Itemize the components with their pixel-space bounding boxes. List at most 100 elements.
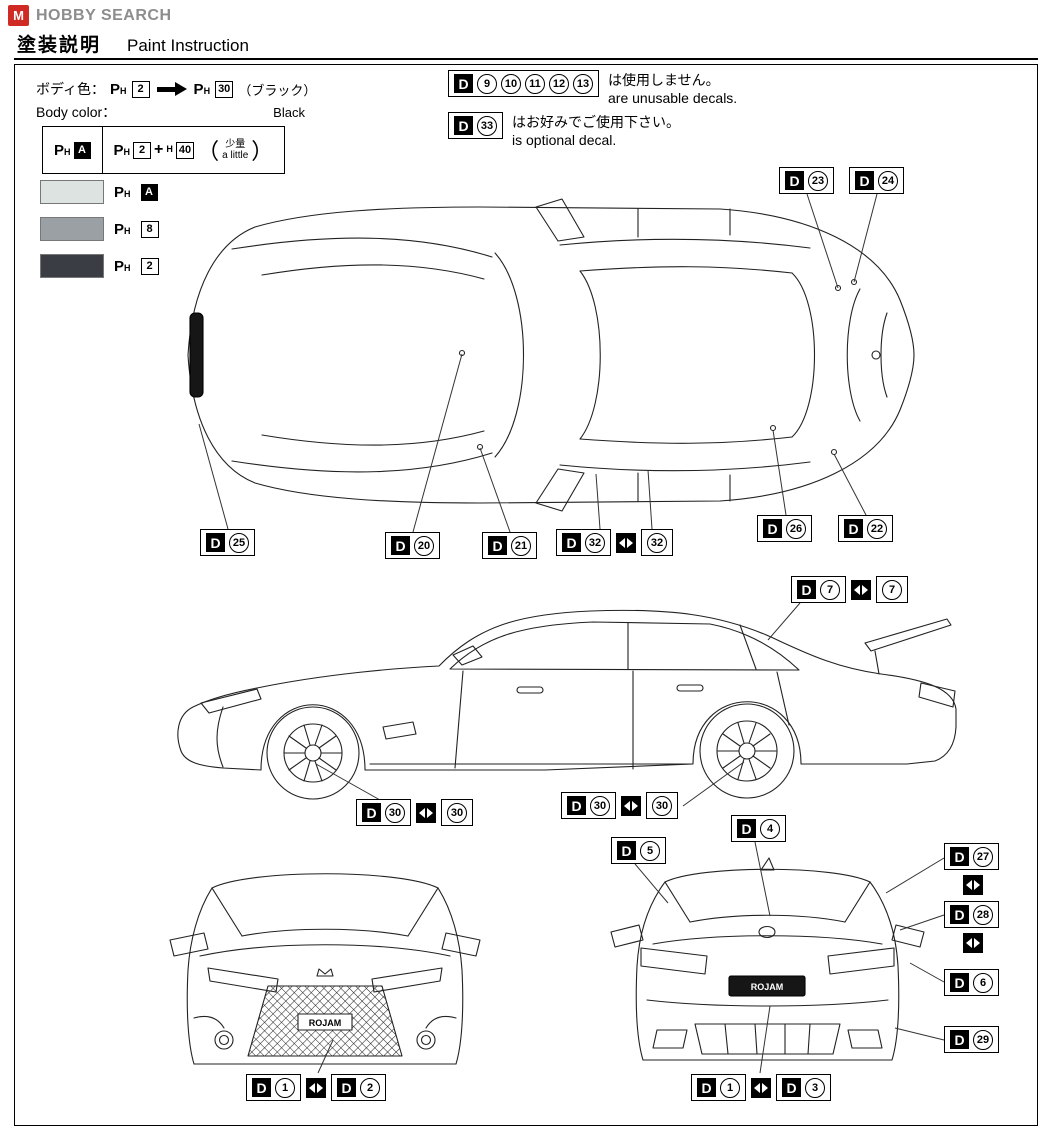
color-name-en: Black [273,104,305,120]
decal-d-mark: D [950,847,969,866]
decal-number: 26 [786,518,806,539]
decal-number: 29 [973,1029,993,1050]
page-title: 塗装説明 Paint Instruction [17,30,249,57]
decal-number: 12 [549,73,569,94]
decal-number: 20 [414,535,434,556]
fender-vent [382,721,417,740]
side-mirror [169,932,209,957]
decal-number: 28 [973,904,993,925]
decal-callout-d21: D 21 [482,532,537,559]
decal-d-mark: D [950,905,969,924]
fog-light [214,1030,234,1050]
paren-open: （ [197,139,220,164]
windshield-front [241,928,409,937]
decal-callout-d27: D 27 [944,843,999,870]
rear-diffuser [694,1023,841,1055]
color-name-jp: （ブラック） [238,82,317,98]
decal-d-mark: D [782,1078,801,1097]
rear-wheel [699,703,795,799]
paint-letter-box: A [140,183,158,201]
decal-badge: D 1 [246,1074,301,1101]
crown-emblem [316,968,334,977]
decal-d-mark: D [950,973,969,992]
front-wheel [266,706,360,800]
decal-number: 32 [647,532,667,553]
side-mirror [891,924,925,948]
decal-badge: D 7 [791,576,846,603]
decal-d-mark: D [454,116,473,135]
color-swatch [40,217,104,241]
decal-d-mark: D [855,171,874,190]
decal-number: 3 [805,1077,825,1098]
decal-number: 23 [808,170,828,191]
exhaust-tip [847,1029,883,1049]
paint-number-box: 30 [215,80,234,98]
rear-window [791,272,816,438]
rear-window-glass [689,914,846,923]
decal-callout-d22: D 22 [838,515,893,542]
decal-callout-d1-d3-pair: D 1 D 3 [691,1074,831,1101]
decal-badge: 30 [646,792,678,819]
door-handle [516,686,544,694]
body-color-label-en: Body color： [36,104,117,120]
decal-badge: 30 [441,799,473,826]
decal-callout-d4: D 4 [731,815,786,842]
body-color-label-jp: ボディ色： [36,81,106,97]
mirror-decal-icon [963,875,983,895]
decal-number: 9 [477,73,497,94]
note-text: はお好みでご使用下さい。 is optional decal. [512,114,680,149]
mirror-decal-icon [621,795,641,816]
car-top-view [187,198,915,512]
decal-number: 21 [511,535,531,556]
paint-number-box: 2 [131,80,150,98]
decal-d-mark: D [252,1078,271,1097]
exhaust-tip [652,1029,688,1049]
decal-number: 13 [573,73,593,94]
side-windows [449,621,800,671]
rear-emblem [758,925,776,939]
side-mirror [610,924,644,948]
decal-callout-d7-pair: D 7 7 [791,576,908,603]
decal-callout-d5: D 5 [611,837,666,864]
roof-panel [579,266,793,274]
door-handle [676,684,704,692]
rear-plate-text: ROJAM [751,982,784,992]
taillight [827,947,895,975]
decal-callout-d29: D 29 [944,1026,999,1053]
rear-plate [728,975,806,997]
decal-badge: D 2 [331,1074,386,1101]
side-mirror [535,468,585,512]
decal-callout-d26: D 26 [757,515,812,542]
decal-badge: D 1 [691,1074,746,1101]
decal-d-mark: D [785,171,804,190]
hobbysearch-logo-icon: M [8,5,29,26]
shark-fin-antenna [760,857,775,871]
paint-letter-box: A [73,141,91,159]
decal-number: 25 [229,532,249,553]
side-mirror [452,645,483,666]
decal-badge: D 30 [356,799,411,826]
decal-d-mark: D [950,1030,969,1049]
decal-callout-optional: D 33 [448,112,503,139]
decal-d-mark: D [763,519,782,538]
mirror-decal-icon [751,1077,771,1098]
decal-d-mark: D [454,74,473,93]
mirror-decal-icon [851,579,871,600]
paren-close: ） [251,139,274,164]
mirror-decal-icon [963,933,983,953]
mirror-decal-icon [616,532,636,553]
car-rear-view: ROJAM [610,857,925,1061]
decal-d-mark: D [737,819,756,838]
decal-callout-d1-d2-pair: D 1 D 2 [246,1074,386,1101]
title-underline [14,58,1038,60]
